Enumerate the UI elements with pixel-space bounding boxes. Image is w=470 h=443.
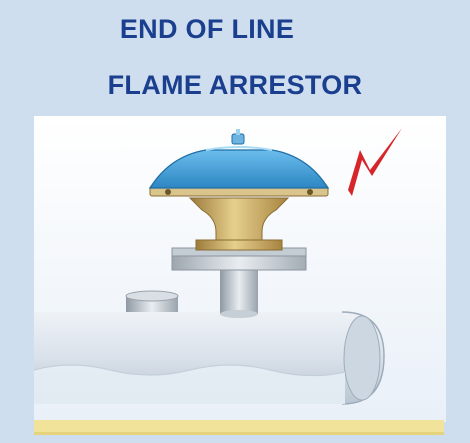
stub-nozzle	[125, 290, 179, 312]
riser-pipe	[220, 268, 258, 314]
ground-edge	[34, 432, 444, 435]
ground-strip	[34, 420, 444, 432]
title-line-2: FLAME ARRESTOR	[107, 70, 363, 100]
title-line-1: END OF LINE	[119, 14, 295, 44]
lightning-bolt-icon	[348, 128, 402, 196]
pipe	[33, 311, 385, 405]
